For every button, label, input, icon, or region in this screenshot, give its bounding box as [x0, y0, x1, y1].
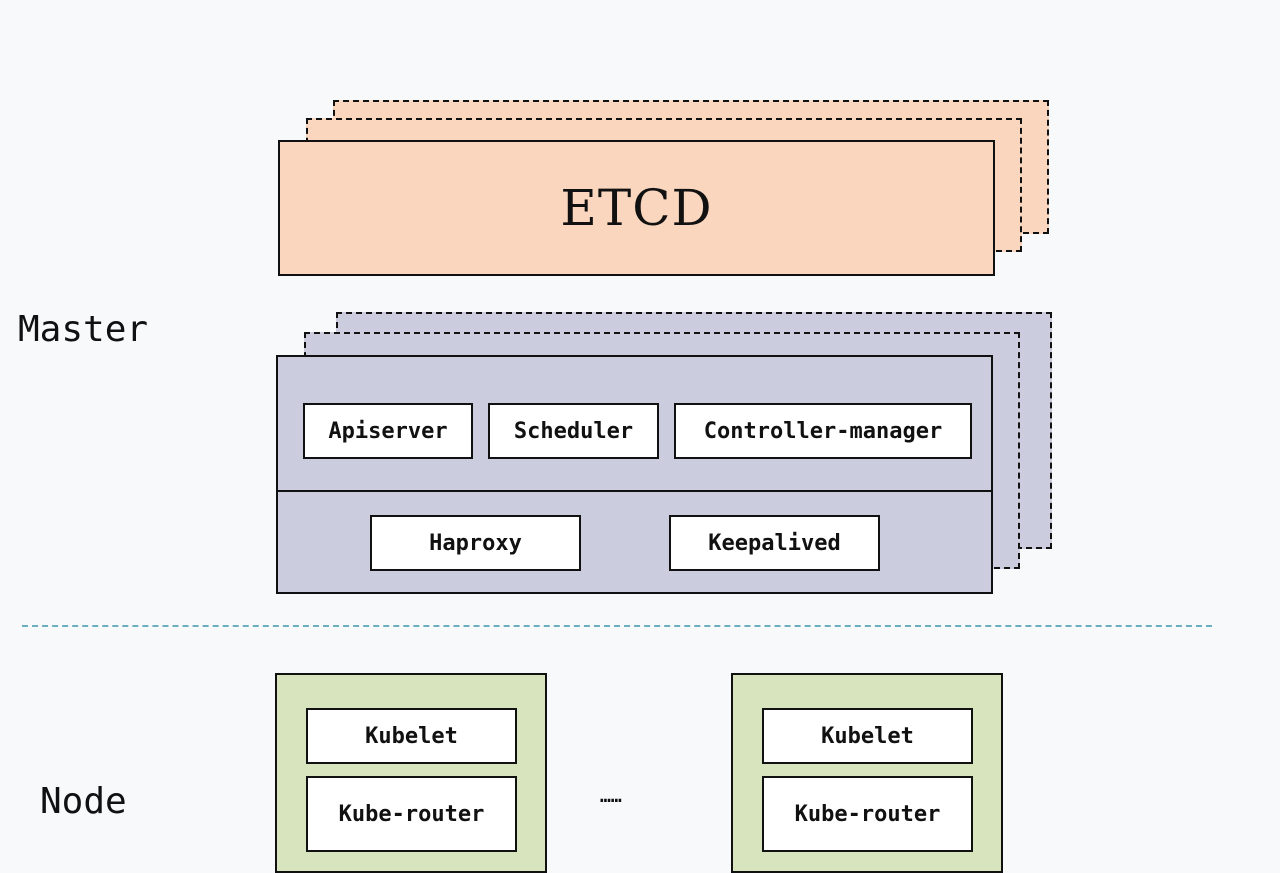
master-label: Master: [18, 309, 149, 350]
node-label: Node: [40, 781, 127, 822]
node-2-kubelet-box: Kubelet: [762, 708, 973, 764]
controller-manager-box: Controller-manager: [674, 403, 972, 459]
keepalived-box: Keepalived: [669, 515, 880, 571]
scheduler-box: Scheduler: [488, 403, 659, 459]
node-1-kubelet-box: Kubelet: [306, 708, 517, 764]
apiserver-box: Apiserver: [303, 403, 473, 459]
node-2-kube-router-box: Kube-router: [762, 776, 973, 852]
etcd-box: ETCD: [278, 140, 995, 276]
master-divider: [276, 490, 993, 492]
more-nodes-ellipsis: ……: [600, 786, 622, 807]
node-1-kube-router-box: Kube-router: [306, 776, 517, 852]
master-node-separator: [22, 625, 1212, 627]
etcd-title: ETCD: [560, 179, 713, 237]
haproxy-box: Haproxy: [370, 515, 581, 571]
